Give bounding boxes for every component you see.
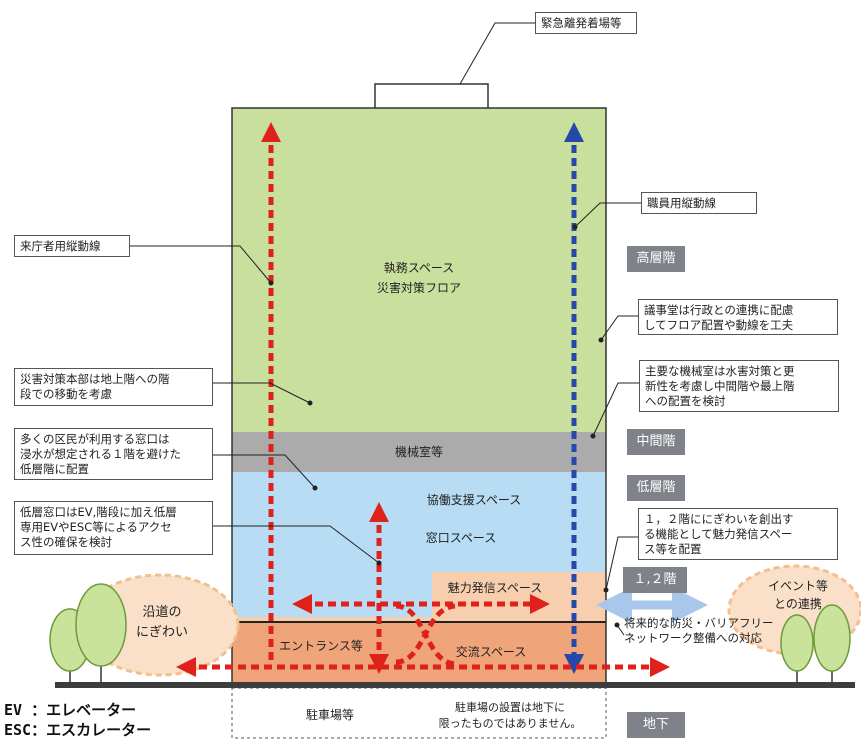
appeal-label: 魅力発信スペース	[448, 580, 543, 595]
ev-access-note: 低層窓口はEV,階段に加え低層 専用EVやESC等によるアクセ ス性の確保を検討	[14, 501, 213, 555]
basement-outline	[231, 687, 607, 739]
counter-note: 多くの区民が利用する窓口は 浸水が想定される１階を避けた 低層階に配置	[14, 428, 213, 480]
exchange-label: 交流スペース	[456, 644, 527, 659]
support-label: 協働支援スペース	[427, 492, 522, 507]
floor-tag-basement: 地下	[627, 712, 685, 738]
support-zone	[232, 472, 606, 572]
floor-tag-middle: 中間階	[627, 429, 685, 455]
office-label: 執務スペース	[384, 261, 455, 275]
ground-line	[55, 682, 855, 688]
event-label-2: との連携	[774, 596, 822, 611]
parking-label: 駐車場等	[306, 707, 354, 722]
visitor-route-note: 来庁者用縦動線	[14, 235, 130, 257]
legend-ev: EV ：エレベーター	[4, 701, 137, 719]
bustle-note: １，２階ににぎわいを創出す る機能として魅力発信スペー ス等を配置	[638, 508, 838, 560]
cross-route-2	[395, 603, 456, 667]
leader-dots	[268, 224, 620, 628]
office-zone	[232, 108, 606, 432]
entrance-zone	[232, 622, 606, 685]
legend-esc: ESC：エスカレーター	[4, 721, 152, 739]
rooftop-structure	[374, 83, 489, 108]
street-label-2: にぎわい	[136, 625, 188, 640]
parking-note-1: 駐車場の設置は地下に	[455, 700, 565, 714]
disaster-hq-note: 災害対策本部は地上階への階 段での移動を考慮	[14, 368, 213, 406]
assembly-note: 議事堂は行政との連携に配慮 してフロア配置や動線を工夫	[638, 299, 838, 335]
machine-label: 機械室等	[395, 444, 443, 459]
leader-lines	[130, 22, 641, 636]
disaster-network-note: 将来的な防災・バリアフリー ネットワーク整備への対応	[624, 616, 774, 645]
heliport-note: 緊急離発着場等	[535, 12, 637, 34]
trees-left	[49, 583, 127, 683]
floor-tag-low: 低層階	[627, 475, 685, 501]
floor-tag-first-second: １,２階	[623, 567, 687, 593]
disaster-floor-label: 災害対策フロア	[377, 280, 461, 295]
staff-route-note: 職員用縦動線	[641, 192, 757, 214]
street-label-1: 沿道の	[142, 605, 181, 620]
entrance-label: エントランス等	[279, 639, 363, 653]
legend: EV ：エレベーター ESC：エスカレーター	[4, 700, 151, 740]
parking-note-2: 限ったものではありません。	[439, 717, 582, 730]
support-zone-lower	[232, 572, 432, 617]
trees-right	[780, 604, 851, 683]
floor-tag-high: 高層階	[627, 246, 685, 272]
machine-room-note: 主要な機械室は水害対策と更 新性を考慮し中間階や最上階 への配置を検討	[639, 360, 839, 412]
event-label-1: イベント等	[768, 579, 828, 593]
window-label: 窓口スペース	[426, 530, 497, 545]
